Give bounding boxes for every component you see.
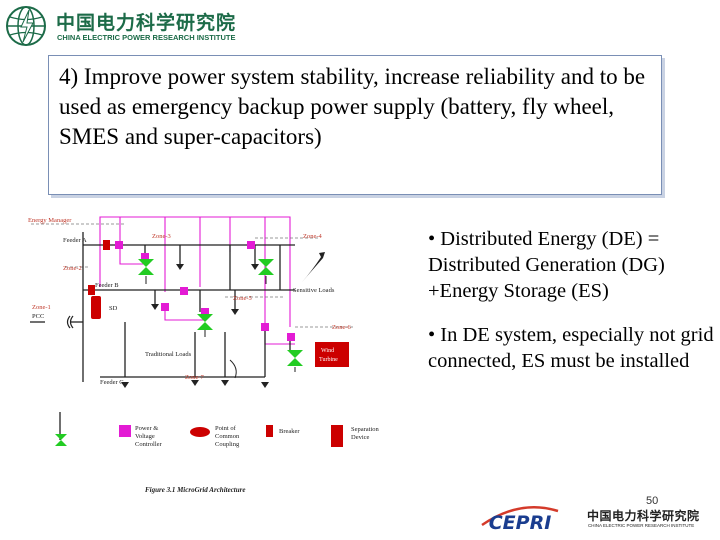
org-name-en: CHINA ELECTRIC POWER RESEARCH INSTITUTE <box>57 33 236 42</box>
legend-pcc-2: Common <box>215 433 240 440</box>
zone4-label: Zone-4 <box>303 233 323 240</box>
legend-separation-1: Separation <box>351 426 380 433</box>
legend-separation-2: Device <box>351 434 370 441</box>
legend-breaker: Breaker <box>279 428 300 435</box>
legend-power-1: Power & <box>135 425 158 432</box>
cepri-logo: CEPRI <box>481 505 559 531</box>
feeder-b-label: Feeder B <box>95 282 119 289</box>
load-arrows <box>121 252 325 388</box>
zone6-label: Zone-6 <box>332 324 352 331</box>
pcc-label: PCC <box>32 313 44 320</box>
distributed-sources <box>55 259 303 446</box>
callout-text: 4) Improve power system stability, incre… <box>59 64 646 149</box>
feeder-buses <box>30 232 295 440</box>
microgrid-diagram: Energy Manager <box>28 216 380 494</box>
legend-pcc-swatch <box>190 427 210 437</box>
cepri-brand: CEPRI <box>489 512 552 531</box>
bullet-item: • Distributed Energy (DE) = Distributed … <box>428 228 665 302</box>
globe-lightning-icon <box>6 6 46 46</box>
footer-org-name-en: CHINA ELECTRIC POWER RESEARCH INSTITUTE <box>588 523 695 528</box>
wind-label: Wind <box>321 348 334 354</box>
page-number: 50 <box>646 495 659 507</box>
legend-separation-swatch <box>331 425 343 447</box>
sensitive-loads-arrow <box>302 252 325 282</box>
energy-manager-label: Energy Manager <box>28 217 72 224</box>
pcc-symbol <box>66 315 74 329</box>
figure-caption: Figure 3.1 MicroGrid Architecture <box>145 486 245 494</box>
zone3-label: Zone-3 <box>152 233 171 240</box>
sd-label: SD <box>109 305 118 312</box>
footer-org-name-cn: 中国电力科学研究院 <box>587 509 700 523</box>
legend-power-2: Voltage <box>135 433 155 440</box>
legend-pcc-1: Point of <box>215 425 237 432</box>
legend-power-3: Controller <box>135 441 163 448</box>
breakers <box>88 240 110 319</box>
bullet-list: • Distributed Energy (DE) = Distributed … <box>428 226 720 392</box>
traditional-loads-label: Traditional Loads <box>145 351 192 358</box>
zone7-label: Zone-7 <box>185 374 205 381</box>
bullet-item: • In DE system, especially not grid conn… <box>428 324 714 372</box>
org-name-cn: 中国电力科学研究院 <box>56 12 237 34</box>
controllers <box>115 241 295 341</box>
diagram-legend: Power & Voltage Controller Point of Comm… <box>119 425 380 448</box>
zone5-label: Zone-5 <box>233 295 252 302</box>
legend-breaker-swatch <box>266 425 273 437</box>
callout-box: 4) Improve power system stability, incre… <box>48 55 662 195</box>
zone2-label: Zone-2 <box>63 265 82 272</box>
legend-pcc-3: Coupling <box>215 441 240 448</box>
turbine-label: Turbine <box>319 357 338 363</box>
sensitive-loads-label: Sensitive Loads <box>293 287 335 294</box>
feeder-a-label: Feeder A <box>63 237 87 244</box>
zone1-label: Zone-1 <box>32 304 51 311</box>
feeder-c-label: Feeder C <box>100 379 124 386</box>
legend-controller-swatch <box>119 425 131 437</box>
wind-turbine-box <box>315 342 349 367</box>
